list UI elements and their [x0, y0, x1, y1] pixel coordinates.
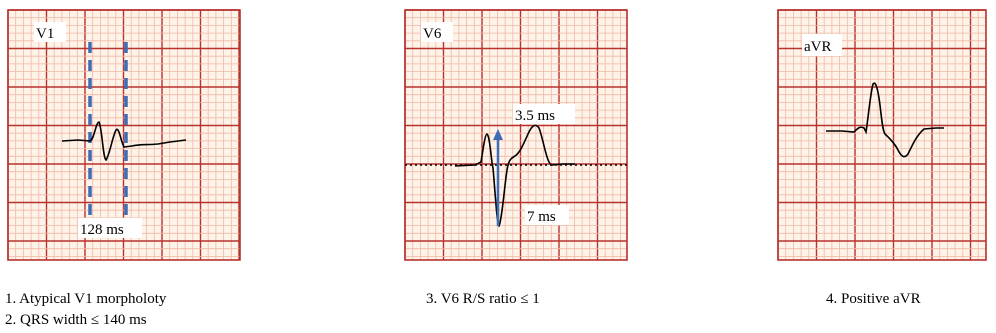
annotation-128ms: 128 ms [80, 222, 124, 238]
grid-border [404, 9, 628, 261]
ecg-grid-avr: aVR [777, 9, 987, 261]
grid-background [405, 10, 627, 260]
ecg-panel-v6: 3.5 ms 7 ms V6 [404, 9, 628, 261]
caption-avr: 4. Positive aVR [826, 291, 921, 307]
annotation-box-7ms [525, 205, 569, 225]
caption-v1-line2: 2. QRS width ≤ 140 ms [5, 312, 147, 328]
grid-border [7, 9, 241, 261]
ecg-trace-avr [826, 82, 944, 158]
lead-label-v1: V1 [36, 26, 54, 42]
ecg-trace-v6 [454, 124, 575, 228]
annotation-box-128ms [78, 218, 142, 238]
caption-v1-line1: 1. Atypical V1 morpholoty [5, 291, 167, 307]
annotation-7ms: 7 ms [527, 209, 556, 225]
lead-label-box-v1 [34, 22, 66, 42]
lead-label-box-avr [802, 34, 842, 56]
ecg-trace-v1 [61, 121, 187, 162]
ecg-panel-v1: 128 ms V1 [7, 9, 241, 261]
caption-v6: 3. V6 R/S ratio ≤ 1 [426, 291, 540, 307]
grid-border [777, 9, 987, 261]
lead-label-box-v6 [421, 22, 453, 42]
ecg-grid-v6: 3.5 ms 7 ms V6 [404, 9, 628, 261]
lead-label-avr: aVR [804, 39, 832, 55]
annotation-box-3-5ms [513, 104, 575, 124]
annotation-3-5ms: 3.5 ms [515, 108, 555, 124]
arrow-head-icon [493, 129, 503, 140]
ecg-grid-v1: 128 ms V1 [7, 9, 241, 261]
lead-label-v6: V6 [423, 26, 442, 42]
ecg-panel-avr: aVR [777, 9, 987, 261]
